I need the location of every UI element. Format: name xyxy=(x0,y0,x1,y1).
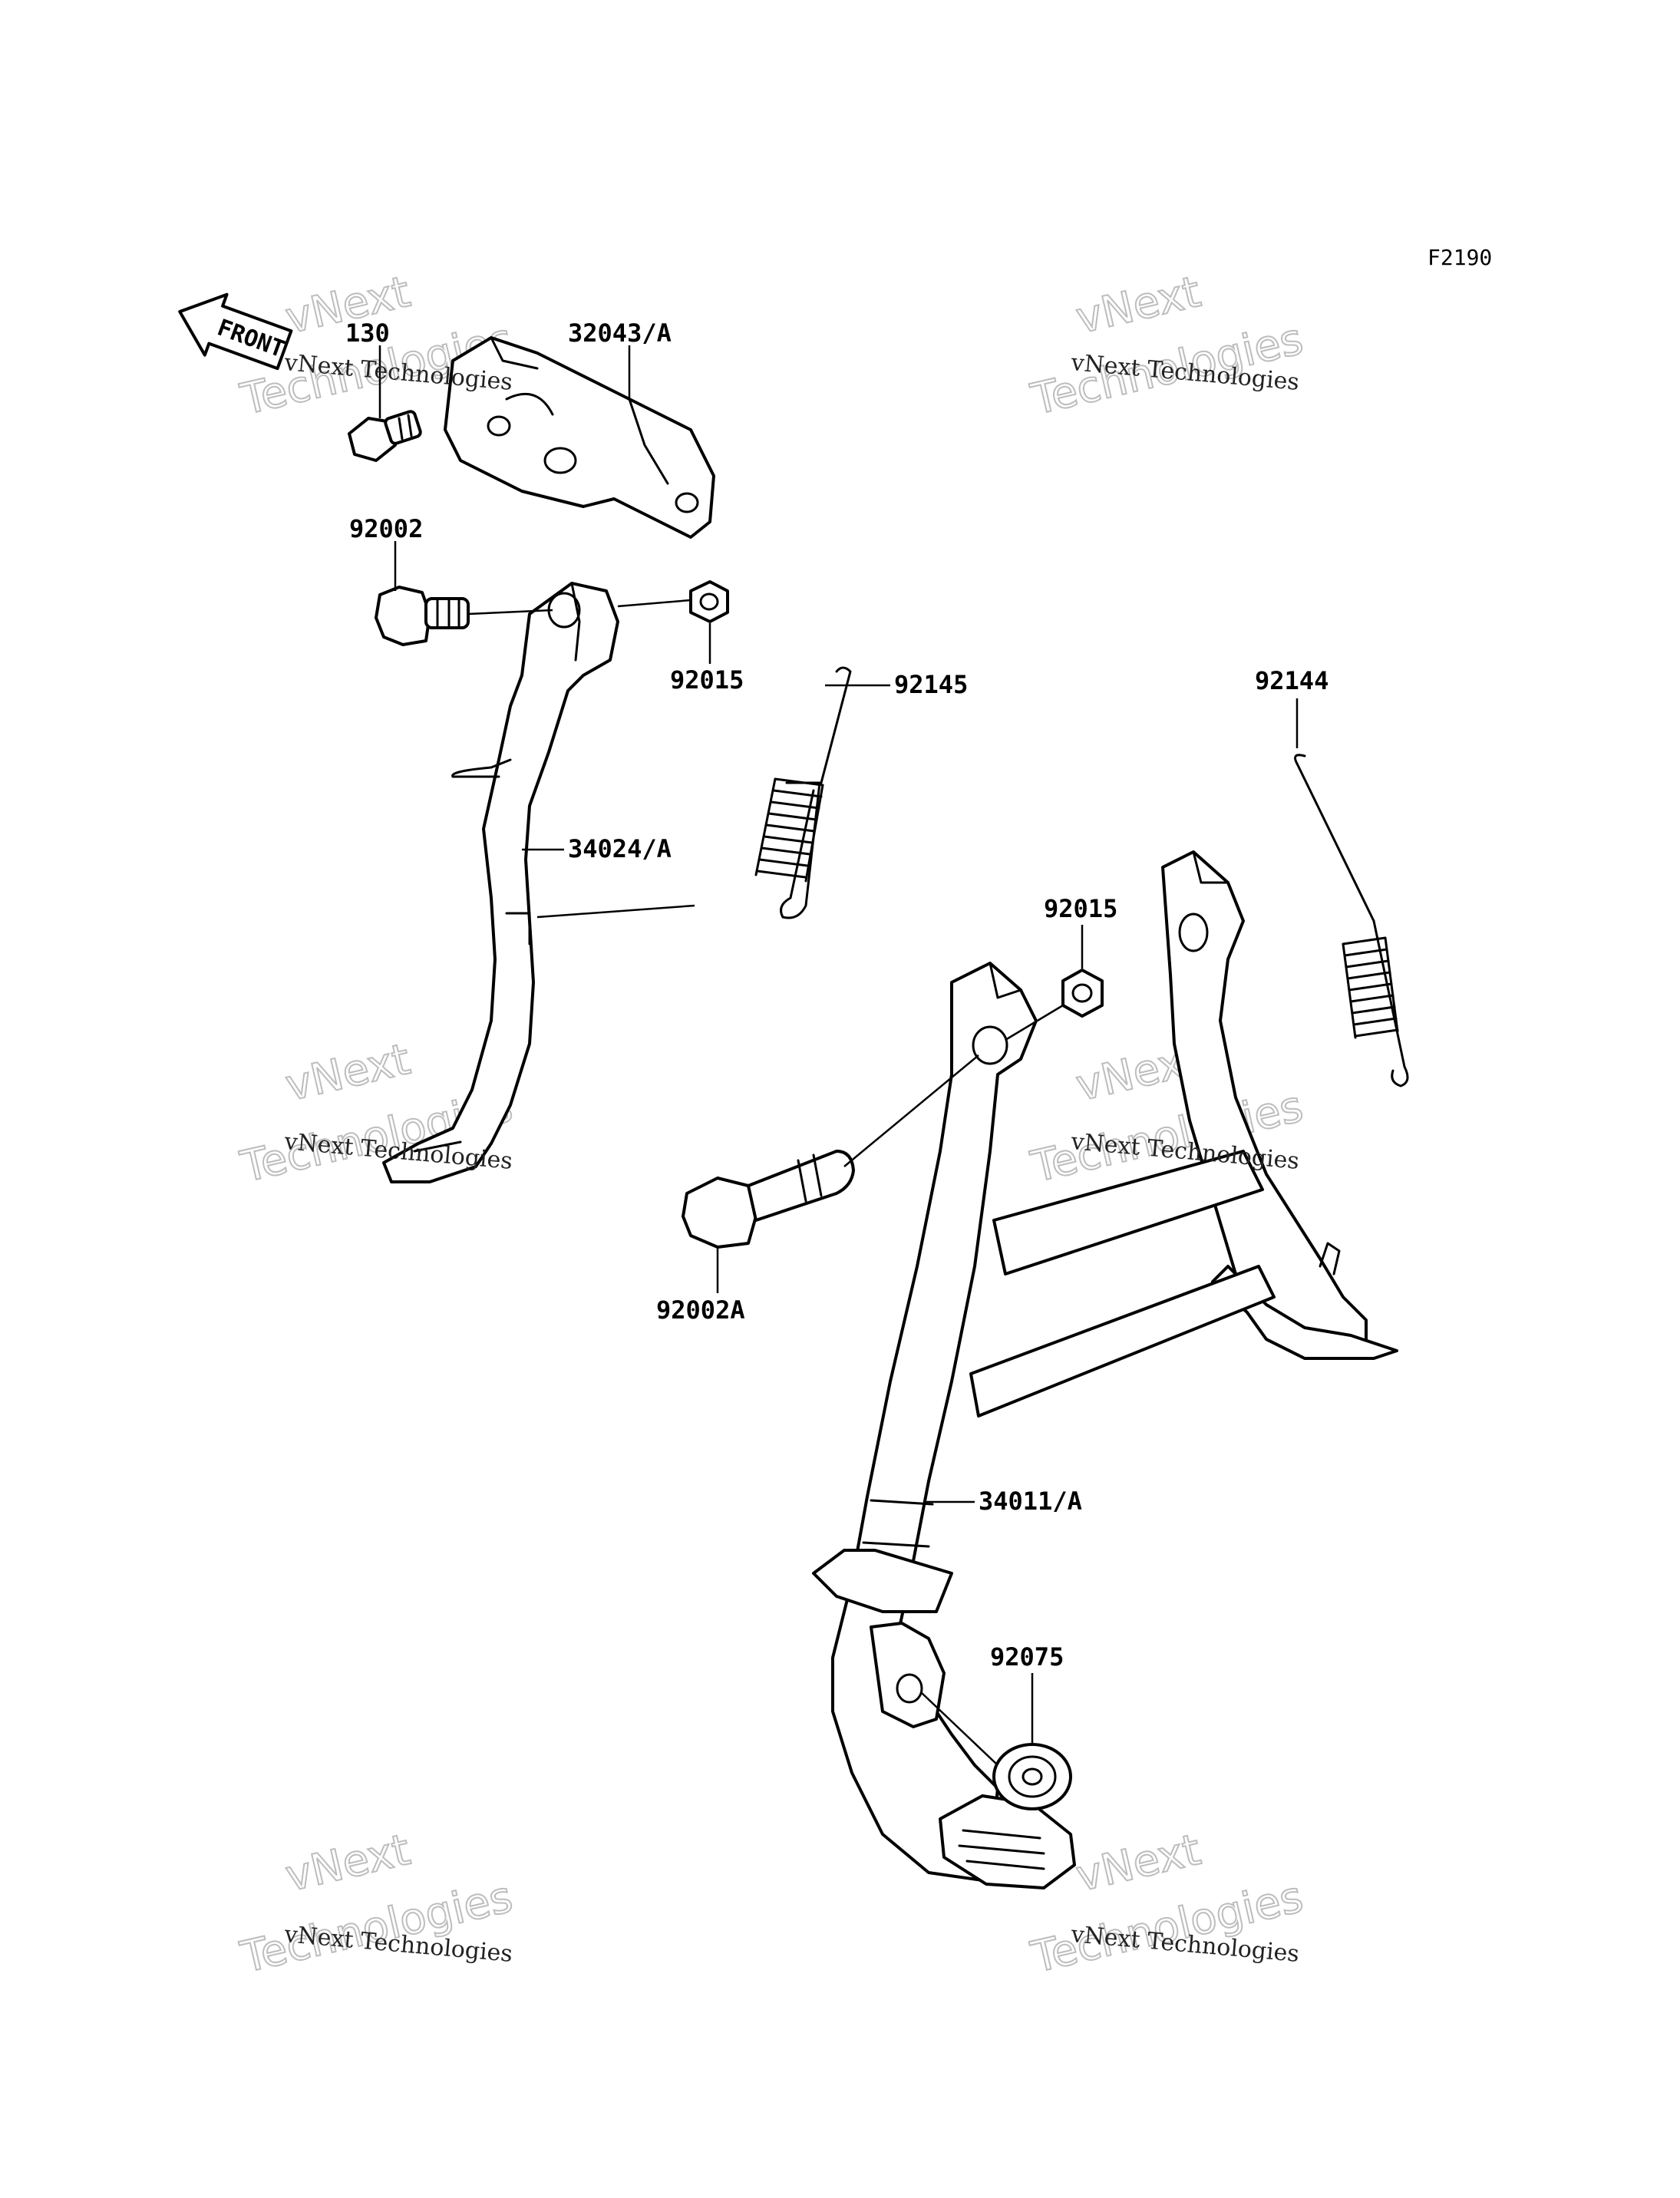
bolt-92002a xyxy=(682,1150,855,1249)
front-arrow-icon: FRONT xyxy=(178,292,293,371)
watermark-word: vNext xyxy=(1071,1825,1205,1902)
spring-92145 xyxy=(754,666,852,919)
pedal-pad xyxy=(939,1794,1076,1889)
bracket-32043 xyxy=(444,336,715,539)
watermark-word: vNext xyxy=(281,1825,414,1902)
label-130: 130 xyxy=(345,318,390,348)
label-92002: 92002 xyxy=(349,514,423,543)
watermark-word: vNext xyxy=(281,1035,414,1111)
figure-code: F2190 xyxy=(1428,245,1492,270)
watermark-word: vNext xyxy=(1071,267,1205,344)
label-92015-lower: 92015 xyxy=(1044,894,1117,923)
leader-lines xyxy=(378,345,1299,1766)
spring-coil-92144 xyxy=(1342,936,1399,1039)
nut-92015-lower xyxy=(1061,969,1104,1018)
label-34011: 34011/A xyxy=(979,1487,1082,1516)
label-92145: 92145 xyxy=(894,670,968,699)
label-32043: 32043/A xyxy=(568,318,672,348)
nut-92015-upper xyxy=(689,580,729,623)
watermark-word: Technologies xyxy=(236,1872,517,1982)
label-92144: 92144 xyxy=(1255,666,1328,695)
spring-coil-92145 xyxy=(754,777,824,883)
watermark-top-right: vNext Technologies xyxy=(1026,266,1309,426)
watermark-word: Technologies xyxy=(1027,1872,1308,1982)
label-92075: 92075 xyxy=(990,1642,1064,1672)
side-stand-34024 xyxy=(382,582,619,1183)
rubber-stop-92075 xyxy=(992,1743,1072,1810)
label-92015-upper: 92015 xyxy=(670,665,744,695)
bolt-130 xyxy=(348,410,422,462)
center-stand-34011 xyxy=(812,850,1398,1889)
label-92002a: 92002A xyxy=(656,1295,745,1325)
spring-92144 xyxy=(1294,754,1409,1087)
bolt-92002 xyxy=(375,586,470,646)
label-34024: 34024/A xyxy=(568,834,672,863)
